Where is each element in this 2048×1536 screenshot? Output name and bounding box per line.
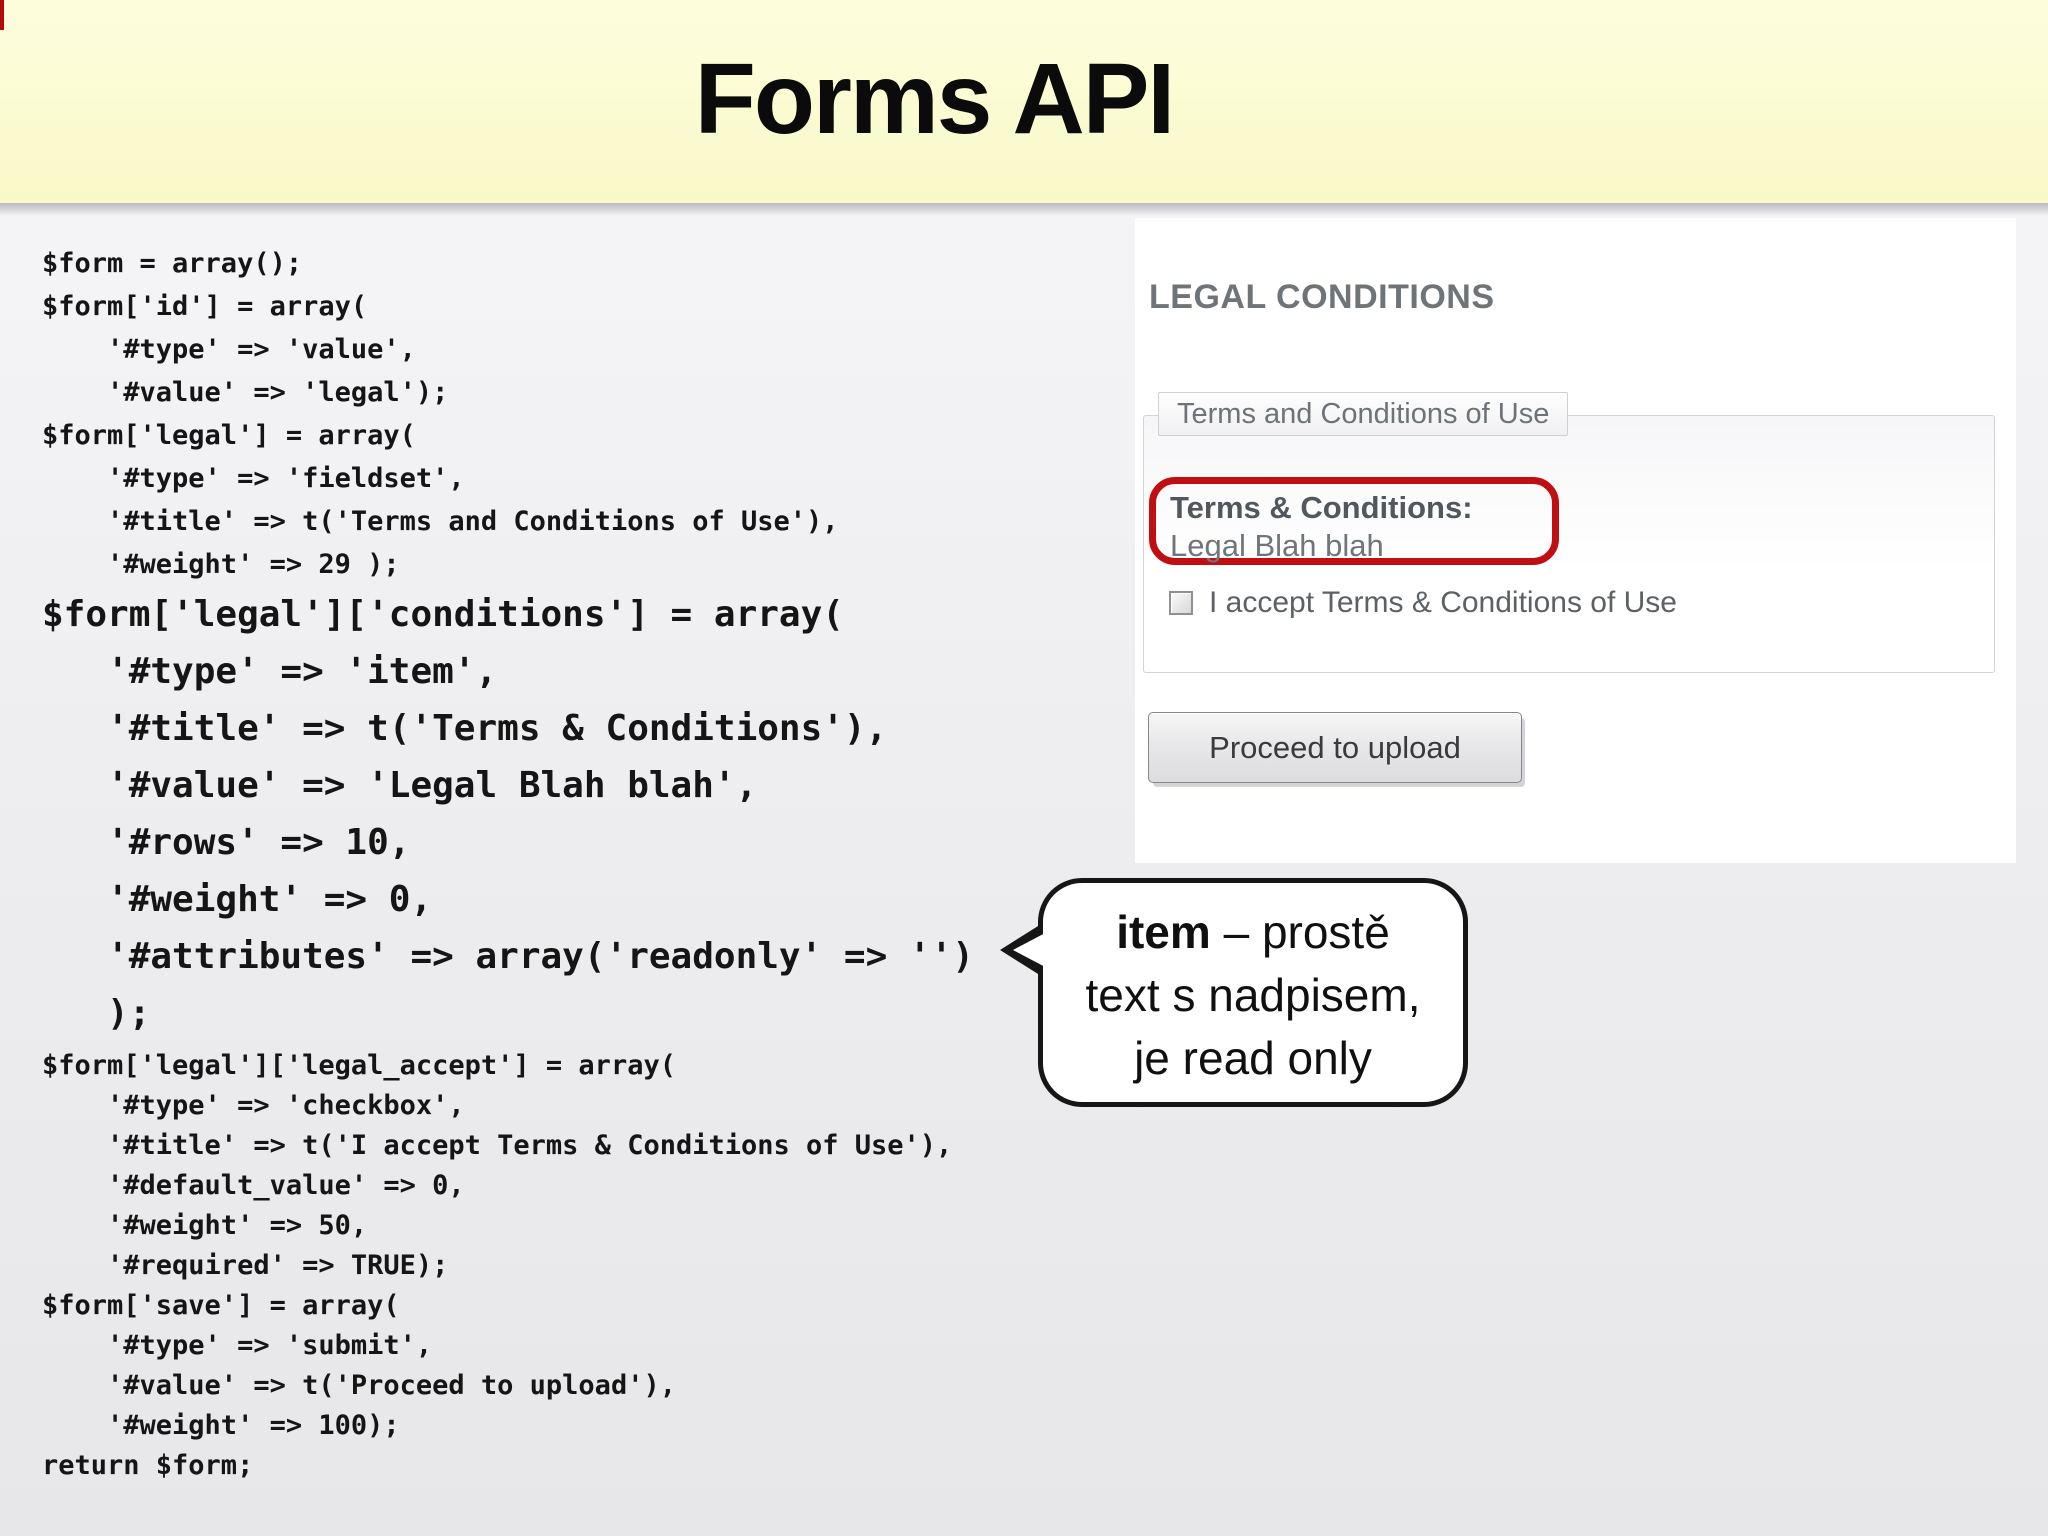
form-section-heading: LEGAL CONDITIONS xyxy=(1149,278,1495,316)
code-block-conditions-item: $form['legal']['conditions'] = array( '#… xyxy=(42,594,974,1034)
header-shadow xyxy=(0,203,2048,216)
code-block-accept-save: $form['legal']['legal_accept'] = array( … xyxy=(42,1050,953,1481)
accept-checkbox-row: I accept Terms & Conditions of Use xyxy=(1169,586,1677,620)
callout-term: item xyxy=(1116,906,1211,958)
callout-tail-fill xyxy=(1013,921,1068,979)
code-block-form-setup: $form = array(); $form['id'] = array( '#… xyxy=(42,248,839,580)
accept-checkbox[interactable] xyxy=(1169,591,1193,615)
callout-line3: je read only xyxy=(1134,1032,1372,1084)
accept-checkbox-label[interactable]: I accept Terms & Conditions of Use xyxy=(1209,586,1677,619)
item-value-text: Legal Blah blah xyxy=(1170,528,1384,563)
item-callout-bubble: item – prostě text s nadpisem, je read o… xyxy=(1038,878,1468,1107)
callout-after-term: – prostě xyxy=(1210,906,1390,958)
corner-mark xyxy=(0,0,4,30)
item-title-label: Terms & Conditions: xyxy=(1170,490,1473,525)
item-highlight-outline: Terms & Conditions: Legal Blah blah xyxy=(1149,477,1559,565)
terms-fieldset-legend: Terms and Conditions of Use xyxy=(1158,392,1569,436)
callout-text: item – prostě text s nadpisem, je read o… xyxy=(1043,901,1463,1090)
proceed-to-upload-button[interactable]: Proceed to upload xyxy=(1148,712,1522,783)
callout-line2: text s nadpisem, xyxy=(1085,969,1421,1021)
terms-fieldset: Terms and Conditions of Use Terms & Cond… xyxy=(1143,392,1995,673)
form-preview-panel: LEGAL CONDITIONS Terms and Conditions of… xyxy=(1135,218,2016,863)
slide-header: Forms API xyxy=(0,0,2048,203)
slide-title: Forms API xyxy=(694,43,1175,155)
